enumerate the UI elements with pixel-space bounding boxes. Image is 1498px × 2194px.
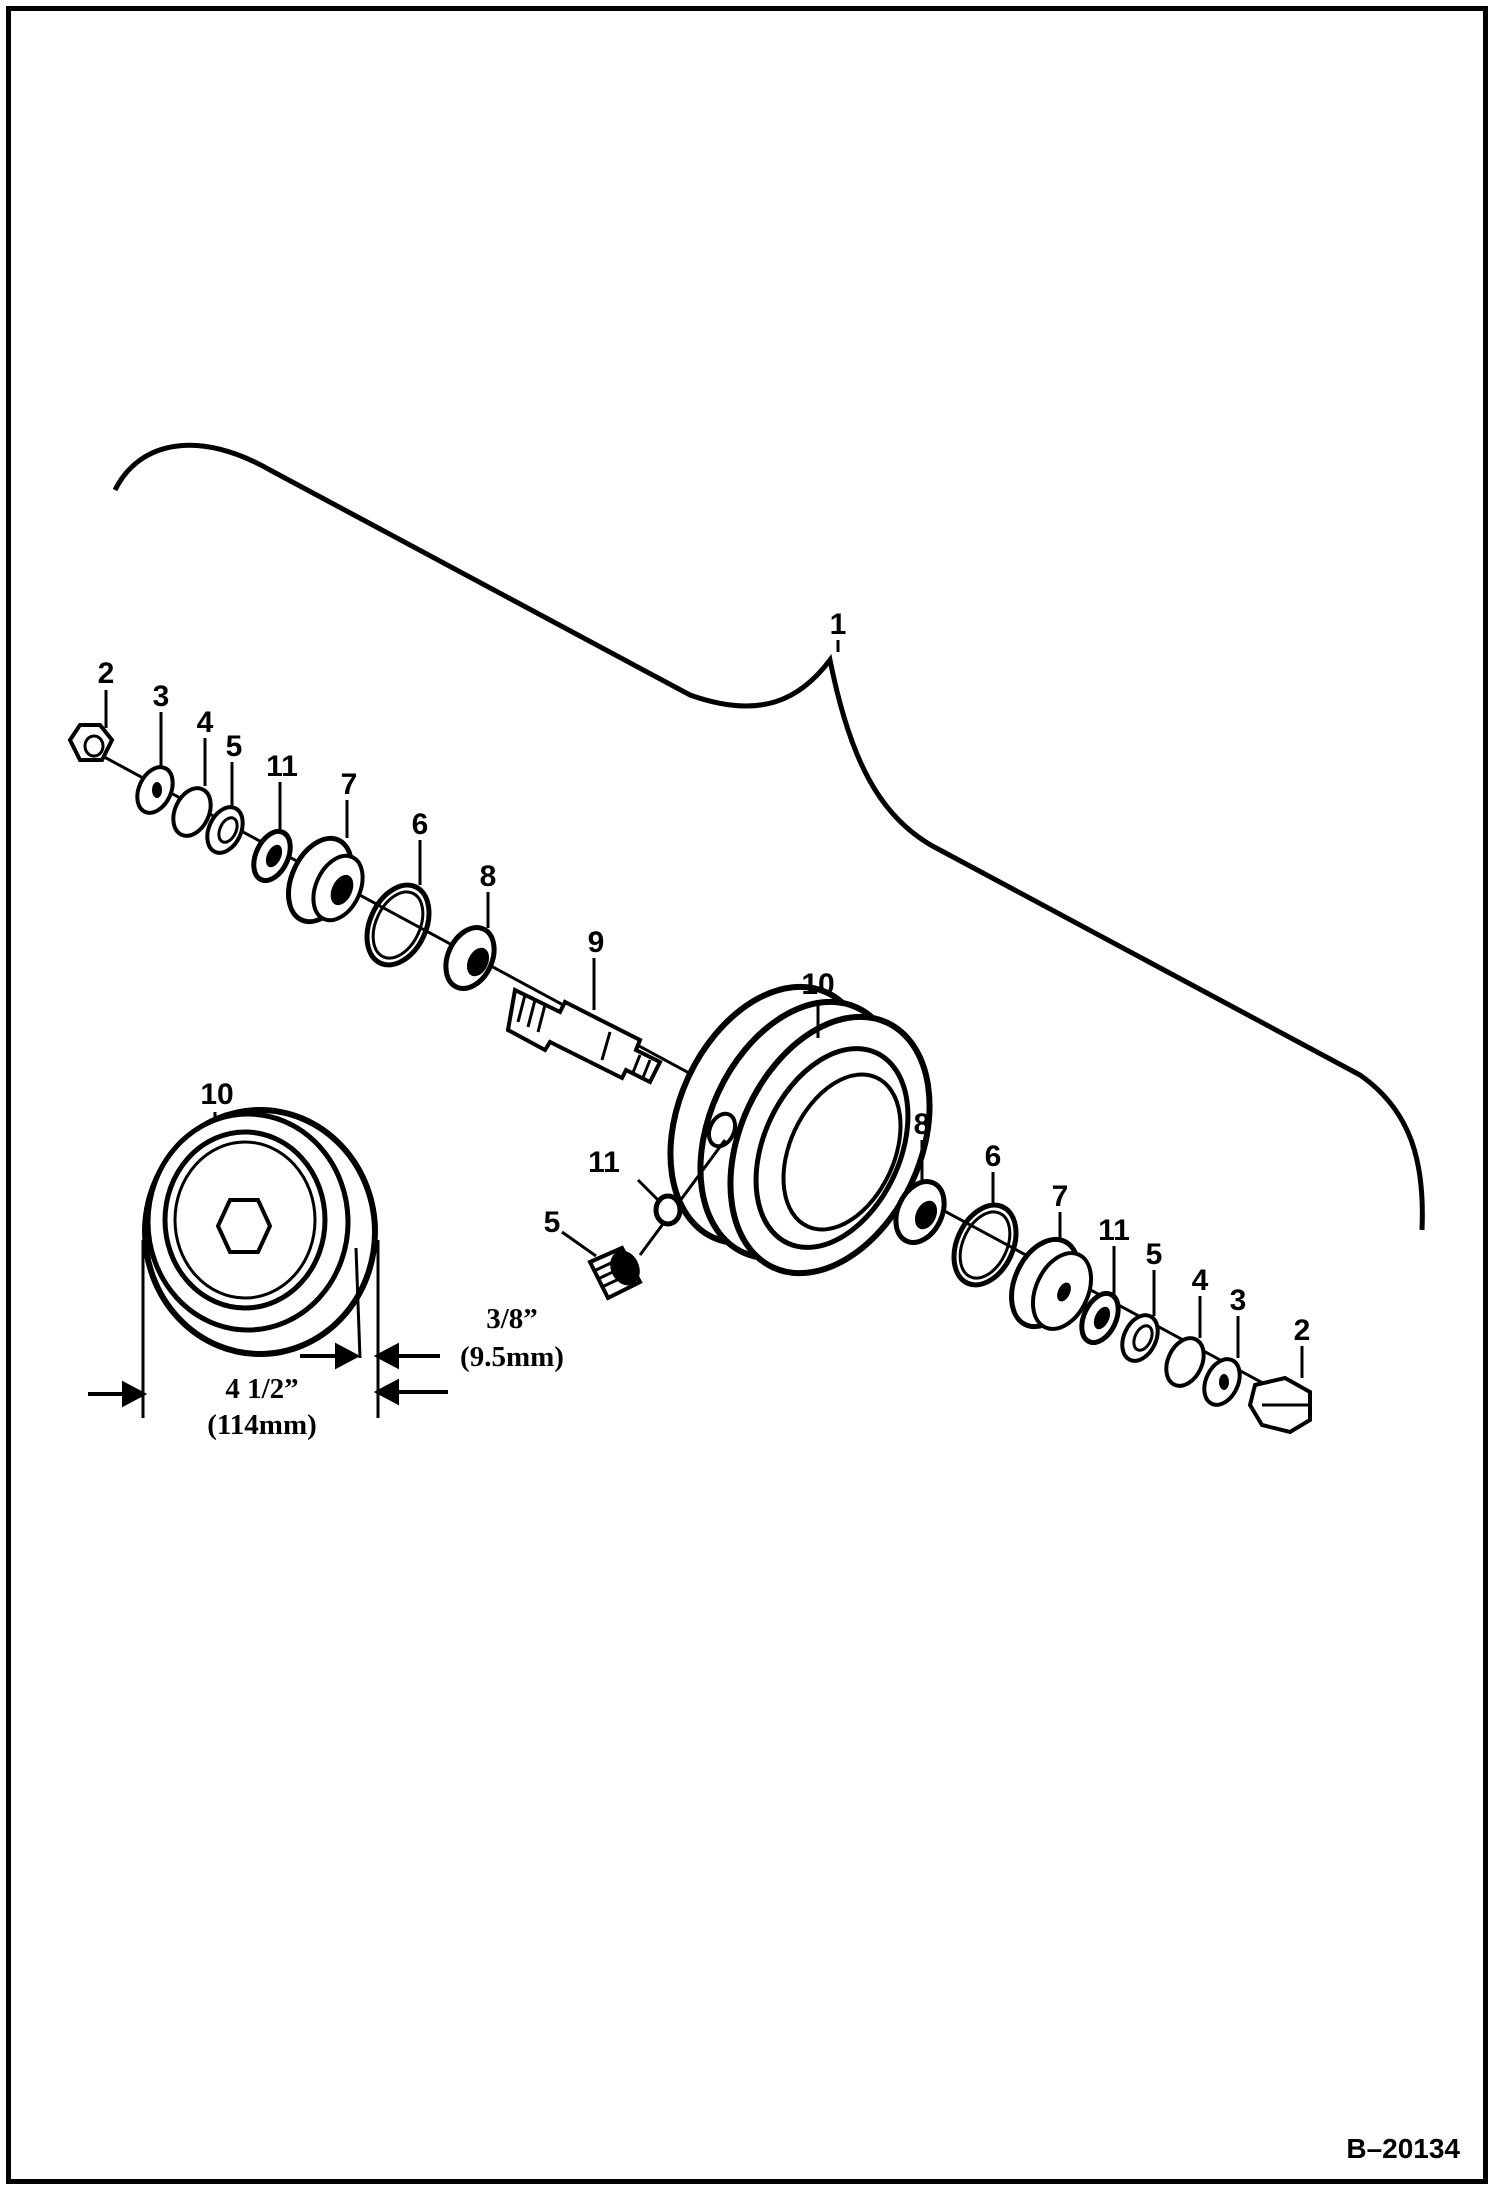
part-3-washer-left (135, 765, 175, 815)
callout-9: 9 (588, 926, 605, 959)
callout-10-center: 10 (801, 968, 834, 1001)
callout-6-right: 6 (985, 1140, 1002, 1173)
flange-dimension-metric: (9.5mm) (460, 1341, 564, 1373)
part-2-cap-nut-left (67, 723, 115, 762)
callout-1-assembly: 1 (830, 608, 847, 641)
part-8-bearing-right (893, 1179, 947, 1245)
callout-5-center: 5 (544, 1206, 561, 1239)
part-5-plug-center (587, 1245, 643, 1301)
part-10-roller (667, 983, 933, 1277)
part-6-snap-ring-left (364, 882, 432, 968)
detail-view-roller (141, 1107, 380, 1418)
part-8-bearing-left (443, 925, 497, 991)
part-9-shaft (505, 987, 663, 1085)
part-5-washer-left (205, 805, 245, 855)
callout-2-left: 2 (98, 657, 115, 690)
part-6-snap-ring-right (951, 1202, 1019, 1288)
dimension-arrows (88, 1342, 448, 1408)
callout-4-left: 4 (197, 706, 214, 739)
part-5-washer-right (1120, 1313, 1160, 1363)
diameter-dimension: 4 1/2” (225, 1373, 298, 1405)
callout-11-left: 11 (266, 750, 298, 783)
part-7-hub-cap-right (1009, 1236, 1094, 1331)
part-4-washer-right (1164, 1336, 1206, 1388)
drawing-border (6, 6, 1488, 2184)
diameter-dimension-metric: (114mm) (207, 1409, 317, 1441)
part-4-washer-left (171, 786, 213, 838)
part-7-hub-cap-left (286, 835, 365, 925)
part-11-o-ring-center (653, 1193, 683, 1227)
part-2-cap-nut-right (1247, 1375, 1312, 1435)
detail-callout-10: 10 (200, 1078, 233, 1111)
callout-3-left: 3 (153, 680, 170, 713)
callout-4-right: 4 (1192, 1264, 1209, 1297)
callout-7-left: 7 (341, 768, 358, 801)
part-11-seal-right (1079, 1290, 1121, 1346)
assembly-brace (112, 442, 1425, 1231)
part-11-seal-left (251, 828, 293, 884)
callout-5-left: 5 (226, 730, 243, 763)
callout-6-left: 6 (412, 808, 429, 841)
callout-11-center: 11 (588, 1146, 620, 1179)
part-3-washer-right (1202, 1357, 1242, 1407)
callout-5-right: 5 (1146, 1238, 1163, 1271)
callout-7-right: 7 (1052, 1180, 1069, 1213)
plug-axis (638, 1139, 727, 1256)
callout-11-right: 11 (1098, 1214, 1130, 1247)
callout-2-right: 2 (1294, 1314, 1311, 1347)
callout-8-left: 8 (480, 860, 497, 893)
figure-id: B–20134 (1346, 2133, 1460, 2164)
flange-dimension: 3/8” (486, 1303, 538, 1335)
leader-lines (104, 640, 1304, 1378)
callout-8-right: 8 (914, 1108, 931, 1141)
callout-3-right: 3 (1230, 1284, 1247, 1317)
